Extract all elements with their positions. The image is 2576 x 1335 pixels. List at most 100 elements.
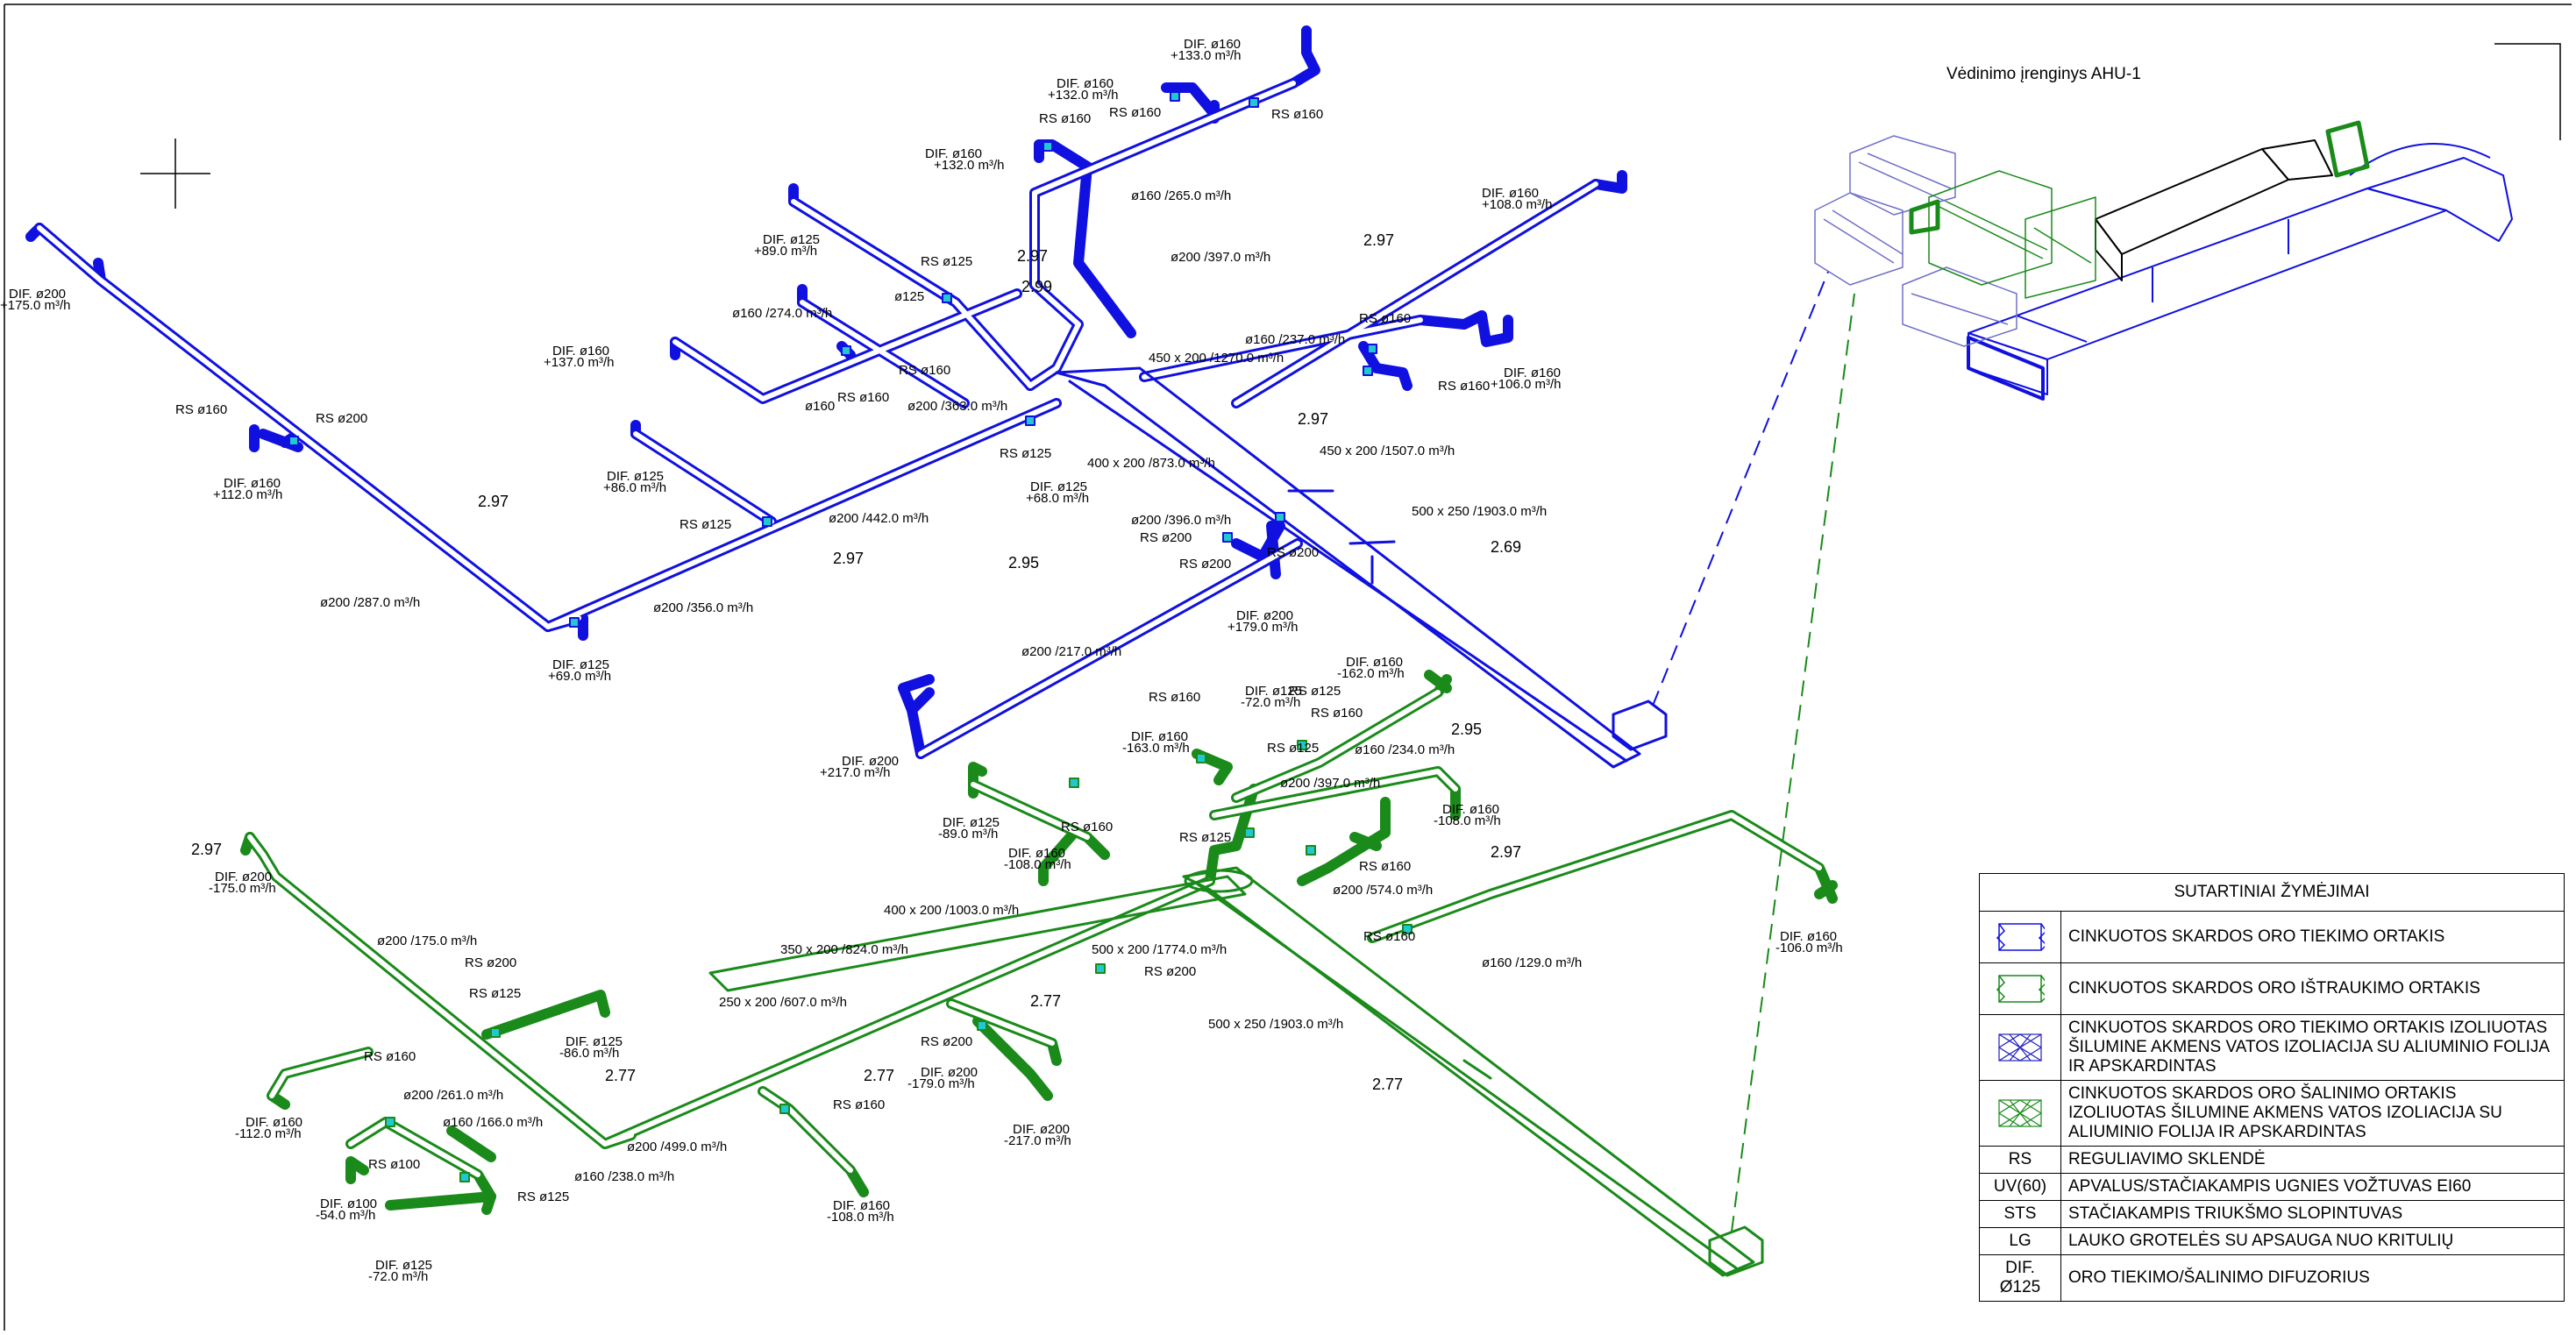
duct-label: -72.0 m³/h <box>368 1269 428 1284</box>
duct-label: ø200 /397.0 m³/h <box>1171 250 1270 265</box>
duct-label: RS ø125 <box>921 254 972 269</box>
legend-abbr: DIF. Ø125 <box>1979 1254 2061 1302</box>
duct-label: -108.0 m³/h <box>1004 857 1071 872</box>
duct-label: +132.0 m³/h <box>1048 88 1118 103</box>
duct-label: -179.0 m³/h <box>907 1076 975 1091</box>
duct-label: +175.0 m³/h <box>0 298 70 313</box>
duct-label: RS ø200 <box>465 955 516 970</box>
duct-label: -163.0 m³/h <box>1122 741 1190 756</box>
duct-label: ø200 /442.0 m³/h <box>829 511 929 526</box>
duct-label: ø200 /396.0 m³/h <box>1131 513 1231 528</box>
legend-text: ORO TIEKIMO/ŠALINIMO DIFUZORIUS <box>2060 1254 2565 1302</box>
duct-label: RS ø160 <box>837 390 889 405</box>
duct-label: RS ø200 <box>1179 557 1231 572</box>
duct-label: 2.95 <box>1008 554 1039 572</box>
supply-duct-symbol <box>1979 911 2061 963</box>
duct-label: RS ø200 <box>1144 964 1196 979</box>
duct-label: DIF. ø125 <box>375 1258 432 1273</box>
duct-label: RS ø200 <box>921 1034 972 1049</box>
duct-label: DIF. ø160 <box>833 1198 890 1213</box>
duct-label: DIF. ø125 <box>943 815 1000 830</box>
duct-label: ø160 /237.0 m³/h <box>1245 332 1345 347</box>
duct-label: DIF. ø125 <box>552 657 609 672</box>
duct-label: 2.77 <box>864 1067 894 1084</box>
legend-row: CINKUOTOS SKARDOS ORO TIEKIMO ORTAKIS IZ… <box>1979 1014 2565 1081</box>
duct-label: ø200 /217.0 m³/h <box>1021 644 1121 659</box>
duct-label: +137.0 m³/h <box>544 355 614 370</box>
duct-label: ø200 /261.0 m³/h <box>403 1088 503 1103</box>
duct-label: DIF. ø200 <box>1236 608 1293 623</box>
duct-label: -112.0 m³/h <box>235 1126 302 1141</box>
duct-label: DIF. ø160 <box>1131 729 1188 744</box>
duct-label: DIF. ø200 <box>9 287 66 302</box>
duct-label: 350 x 200 /824.0 m³/h <box>780 942 908 957</box>
duct-label: RS ø125 <box>469 986 521 1001</box>
legend-row: RS REGULIAVIMO SKLENDĖ <box>1979 1146 2565 1174</box>
duct-label: RS ø160 <box>1149 690 1200 705</box>
duct-label: -108.0 m³/h <box>1434 813 1501 828</box>
duct-label: 2.99 <box>1021 278 1052 295</box>
duct-label: 500 x 200 /1774.0 m³/h <box>1092 942 1227 957</box>
duct-label: DIF. ø160 <box>1057 76 1114 91</box>
legend-text: CINKUOTOS SKARDOS ORO IŠTRAUKIMO ORTAKIS <box>2060 962 2565 1015</box>
duct-label: RS ø125 <box>517 1189 569 1204</box>
legend-row: LG LAUKO GROTELĖS SU APSAUGA NUO KRITULI… <box>1979 1227 2565 1255</box>
duct-label: RS ø160 <box>1039 111 1091 126</box>
ahu-connection-lines <box>1652 271 1855 1232</box>
duct-label: ø200 /499.0 m³/h <box>627 1140 727 1154</box>
duct-label: 2.77 <box>605 1067 636 1084</box>
legend-row: CINKUOTOS SKARDOS ORO TIEKIMO ORTAKIS <box>1979 911 2565 963</box>
duct-label: +133.0 m³/h <box>1171 48 1241 63</box>
duct-label: +108.0 m³/h <box>1482 197 1552 212</box>
duct-label: 400 x 200 /1003.0 m³/h <box>884 903 1019 918</box>
legend-row: UV(60) APVALUS/STAČIAKAMPIS UGNIES VOŽTU… <box>1979 1173 2565 1201</box>
legend-text: CINKUOTOS SKARDOS ORO TIEKIMO ORTAKIS <box>2060 911 2565 963</box>
duct-label: RS ø125 <box>1289 684 1341 699</box>
duct-label: ø160 /166.0 m³/h <box>443 1115 543 1130</box>
duct-label: DIF. ø160 <box>1346 655 1403 670</box>
legend-abbr: UV(60) <box>1979 1173 2061 1201</box>
duct-label: RS ø125 <box>680 517 731 532</box>
duct-label: 2.97 <box>1298 410 1328 428</box>
legend-row: DIF. Ø125 ORO TIEKIMO/ŠALINIMO DIFUZORIU… <box>1979 1254 2565 1302</box>
duct-label: RS ø160 <box>364 1049 416 1064</box>
duct-label: -106.0 m³/h <box>1775 941 1843 955</box>
duct-label: RS ø160 <box>1363 929 1415 944</box>
duct-label: DIF. ø160 <box>1482 186 1539 201</box>
duct-label: DIF. ø125 <box>566 1034 623 1049</box>
legend-row: STS STAČIAKAMPIS TRIUKŠMO SLOPINTUVAS <box>1979 1200 2565 1228</box>
duct-label: +179.0 m³/h <box>1228 620 1298 635</box>
insulated-exhaust-duct-symbol <box>1979 1080 2061 1147</box>
duct-label: -175.0 m³/h <box>209 881 276 896</box>
legend-title: SUTARTINIAI ŽYMĖJIMAI <box>1979 873 2565 912</box>
duct-label: -72.0 m³/h <box>1241 695 1300 710</box>
duct-label: -54.0 m³/h <box>316 1208 375 1223</box>
duct-label: DIF. ø160 <box>552 344 609 359</box>
duct-label: ø160 /238.0 m³/h <box>574 1169 674 1184</box>
duct-label: DIF. ø200 <box>1013 1122 1070 1137</box>
duct-label: +112.0 m³/h <box>213 487 282 502</box>
duct-label: 2.77 <box>1030 992 1061 1010</box>
duct-label: RS ø125 <box>1000 446 1051 461</box>
duct-label: DIF. ø200 <box>215 870 272 884</box>
duct-label: 400 x 200 /873.0 m³/h <box>1087 456 1215 471</box>
legend-text: CINKUOTOS SKARDOS ORO TIEKIMO ORTAKIS IZ… <box>2060 1014 2565 1081</box>
duct-label: DIF. ø125 <box>1030 479 1087 494</box>
duct-label: ø200 /175.0 m³/h <box>377 934 477 948</box>
duct-label: +106.0 m³/h <box>1491 377 1561 392</box>
supply-duct-network <box>25 25 1668 769</box>
duct-label: RS ø160 <box>1359 859 1411 874</box>
duct-label: ø200 /574.0 m³/h <box>1333 883 1433 898</box>
duct-label: ø200 /287.0 m³/h <box>320 595 420 610</box>
duct-label: DIF. ø160 <box>1008 846 1065 861</box>
duct-label: +89.0 m³/h <box>754 244 817 259</box>
duct-label: -89.0 m³/h <box>938 827 998 841</box>
duct-label: 2.97 <box>478 493 509 510</box>
duct-label: DIF. ø200 <box>842 754 899 769</box>
duct-label: DIF. ø160 <box>1504 366 1561 380</box>
duct-label: RS ø160 <box>1109 105 1161 120</box>
ahu-title: Vėdinimo įrenginys AHU-1 <box>1946 65 2141 83</box>
duct-label: RS ø160 <box>833 1097 885 1112</box>
